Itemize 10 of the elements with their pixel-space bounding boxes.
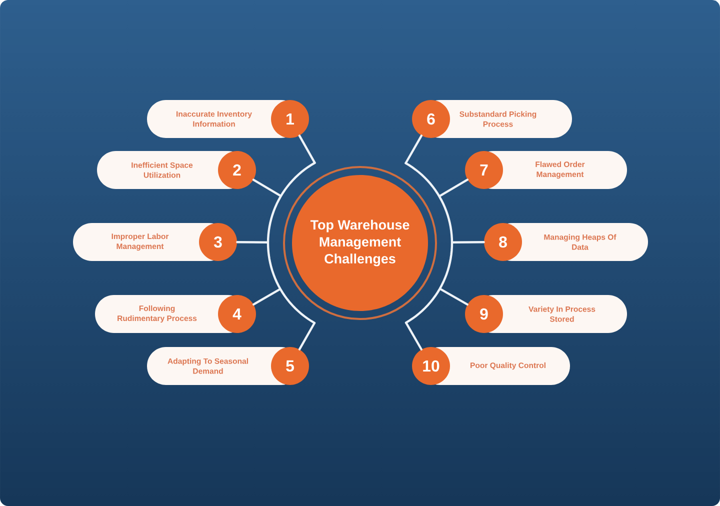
connector-line [252, 288, 282, 306]
connector-line [298, 134, 316, 164]
connector-line [298, 322, 316, 350]
connector-line [438, 288, 468, 306]
connector-line [405, 322, 422, 350]
connector-line [451, 241, 485, 244]
connector-line [252, 178, 282, 198]
connector-line [438, 178, 469, 198]
connector-line [236, 241, 269, 244]
connector-line [404, 134, 423, 164]
